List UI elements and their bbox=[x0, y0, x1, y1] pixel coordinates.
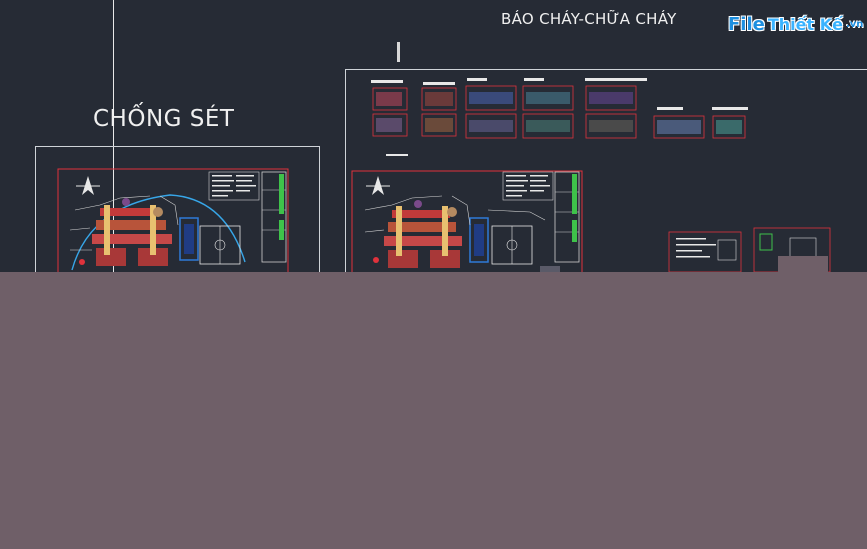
watermark-logo: File Thiết Kế .vn bbox=[728, 14, 863, 35]
marker-vertical bbox=[397, 42, 400, 62]
section-title-chong-set: CHỐNG SÉT bbox=[93, 106, 235, 132]
sheet-details[interactable] bbox=[540, 227, 831, 272]
layout-frame-chong-set bbox=[35, 146, 320, 272]
sheet-thumbnails[interactable] bbox=[371, 78, 748, 156]
model-space[interactable]: BÁO CHÁY-CHỮA CHÁY CHỐNG SÉT File Thiết … bbox=[0, 0, 867, 272]
logo-part-thietke: Thiết Kế bbox=[767, 15, 843, 34]
drawing-sheets bbox=[57, 42, 831, 272]
overlay-panel bbox=[0, 272, 867, 549]
sheet-bao-chay-plan[interactable] bbox=[351, 170, 583, 272]
logo-part-file: File bbox=[728, 14, 765, 35]
section-title-bao-chay: BÁO CHÁY-CHỮA CHÁY bbox=[501, 10, 677, 28]
logo-suffix: .vn bbox=[845, 19, 864, 30]
sheet-chong-set-plan[interactable] bbox=[57, 168, 289, 272]
crosshair-cursor-line bbox=[113, 0, 114, 272]
layout-frame-bao-chay bbox=[345, 69, 867, 272]
